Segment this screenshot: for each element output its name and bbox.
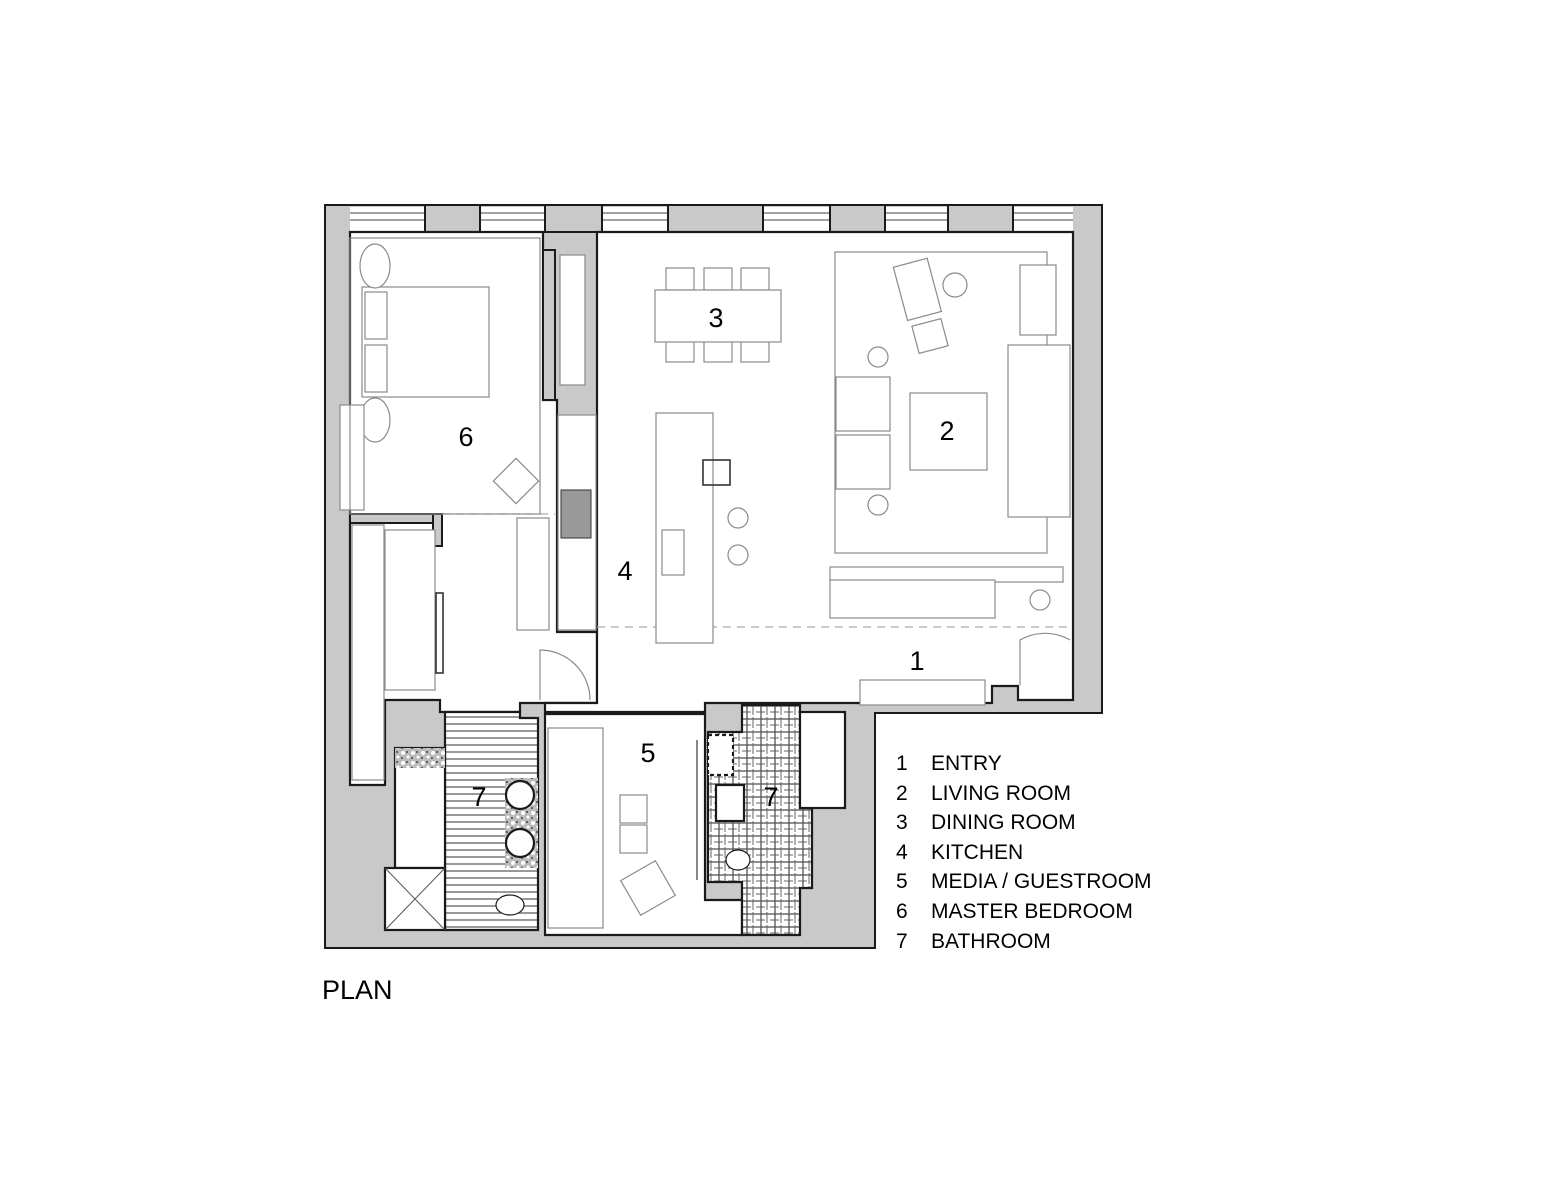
room-label-living-room: 2 [939,416,954,446]
bedroom-furniture [339,237,586,515]
legend-label: ENTRY [931,752,1002,775]
room-label-dining-room: 3 [708,303,723,333]
cooktop-icon [560,489,592,539]
legend-label: KITCHEN [931,841,1023,864]
legend-number: 5 [896,870,908,893]
legend-number: 2 [896,782,908,805]
living-furniture [829,251,1071,706]
room-label-media-guestroom: 5 [640,738,655,768]
plan-title: PLAN [322,975,393,1005]
legend-label: MEDIA / GUESTROOM [931,870,1152,893]
legend-number: 6 [896,900,908,923]
legend-number: 1 [896,752,908,775]
media-furniture [547,727,698,929]
toilet-icon [495,894,525,916]
room-label-master-bedroom: 6 [458,422,473,452]
legend-number: 4 [896,841,908,864]
tub-ledge [395,748,445,768]
legend-number: 7 [896,930,908,953]
cabinet [706,733,735,777]
dressing-furniture [351,517,550,781]
room-label-entry: 1 [909,646,924,676]
door-swing [539,649,591,701]
closet [798,710,847,810]
legend-number: 3 [896,811,908,834]
toilet-icon [725,849,751,871]
room-label-bathroom: 7 [471,782,486,812]
interior-wall [542,249,556,401]
legend-label: LIVING ROOM [931,782,1071,805]
room-label-bathroom: 7 [763,782,778,812]
window-piers [424,204,1014,240]
legend-label: DINING ROOM [931,811,1076,834]
dining-furniture [654,267,782,363]
main-living-area [543,230,1075,714]
kitchen-furniture [557,412,749,644]
legend: 1 ENTRY 2 LIVING ROOM 3 DINING ROOM 4 KI… [896,752,1152,953]
sink-icon [504,827,536,859]
interior-wall [349,513,443,524]
legend-label: MASTER BEDROOM [931,900,1133,923]
shower-x [384,867,446,931]
sink-icon [714,783,746,823]
legend-label: BATHROOM [931,930,1051,953]
sink-icon [504,779,536,811]
entry-door-swing [1019,632,1071,685]
room-label-kitchen: 4 [617,556,632,586]
